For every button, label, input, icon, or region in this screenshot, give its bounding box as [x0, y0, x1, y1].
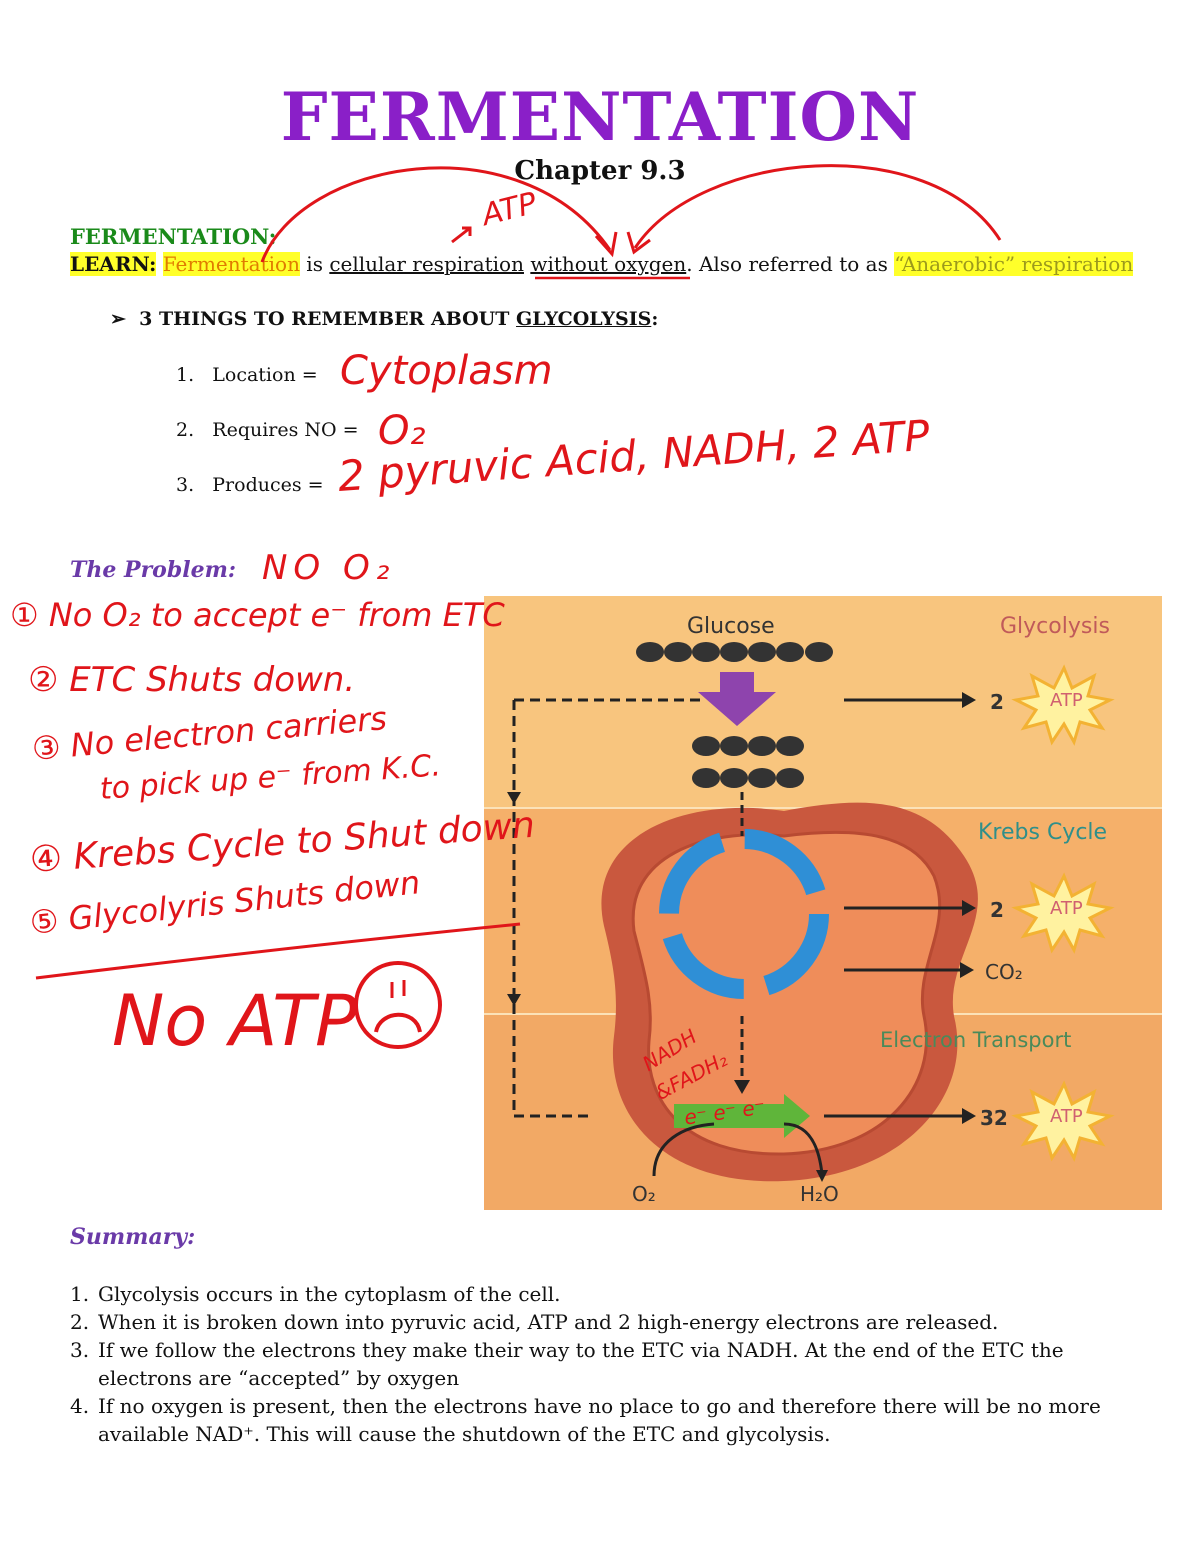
- learn-text-4: without oxygen: [530, 252, 687, 276]
- summary-list: 1.Glycolysis occurs in the cytoplasm of …: [70, 1280, 1130, 1448]
- summary-heading: Summary:: [70, 1224, 196, 1250]
- list-num: 1.: [176, 364, 195, 386]
- list-label: Produces =: [212, 474, 324, 496]
- list-num: 3.: [176, 474, 195, 496]
- atp-count-krebs: 2: [990, 898, 1004, 922]
- handwritten-problem: NO O₂: [262, 548, 396, 588]
- handwritten-arrows: [260, 164, 1002, 280]
- chapter-subtitle: Chapter 9.3: [514, 156, 686, 186]
- handwritten-point: ② ETC Shuts down.: [28, 660, 356, 700]
- list-num: 2.: [176, 419, 195, 441]
- o2-label: O₂: [632, 1182, 656, 1206]
- things-prefix: 3 THINGS TO REMEMBER ABOUT: [139, 308, 516, 330]
- handwritten-conclusion: No ATP: [112, 980, 358, 1062]
- electron-flow-arrow: [674, 1094, 810, 1138]
- diagram-glycolysis-label: Glycolysis: [1000, 614, 1110, 639]
- handwritten-answer: O₂: [378, 408, 426, 454]
- handwritten-point: ① No O₂ to accept e⁻ from ETC: [10, 596, 505, 634]
- diagram-glucose-label: Glucose: [687, 614, 775, 639]
- list-label: Location =: [212, 364, 318, 386]
- atp-label: ATP: [1050, 690, 1083, 711]
- atp-count-et: 32: [980, 1106, 1008, 1130]
- learn-label: LEARN:: [70, 252, 157, 276]
- section-label: FERMENTATION:: [70, 224, 277, 249]
- things-keyword: GLYCOLYSIS: [516, 308, 652, 330]
- summary-item: 1.Glycolysis occurs in the cytoplasm of …: [70, 1282, 561, 1306]
- handwritten-underline: [35, 922, 521, 1049]
- problem-label: The Problem:: [70, 557, 236, 583]
- pyruvate-molecule-icon: [692, 736, 804, 788]
- bullet-arrow-icon: ➢: [110, 308, 126, 330]
- co2-label: CO₂: [985, 960, 1023, 984]
- h2o-label: H₂O: [800, 1182, 839, 1206]
- sad-face-icon: [354, 961, 442, 1049]
- list-item: 2. Requires NO =: [176, 419, 359, 441]
- fermentation-term: Fermentation: [162, 252, 300, 276]
- list-item: 1. Location =: [176, 364, 318, 386]
- atp-label: ATP: [1050, 898, 1083, 919]
- krebs-cycle-icon: [659, 829, 829, 999]
- summary-item: 3.If we follow the electrons they make t…: [70, 1338, 1064, 1390]
- list-label: Requires NO =: [212, 419, 359, 441]
- summary-item: 2.When it is broken down into pyruvic ac…: [70, 1310, 999, 1334]
- atp-burst-icon: [1011, 1080, 1115, 1162]
- things-heading: ➢ 3 THINGS TO REMEMBER ABOUT GLYCOLYSIS:: [110, 308, 658, 330]
- learn-text-1: is: [299, 252, 330, 276]
- down-arrow-icon: [698, 672, 776, 726]
- diagram-et-label: Electron Transport: [880, 1028, 1072, 1052]
- diagram-krebs-label: Krebs Cycle: [978, 820, 1108, 845]
- handwritten-point: ④ Krebs Cycle to Shut down: [28, 804, 537, 881]
- atp-burst-icon: [1011, 664, 1115, 746]
- learn-text-2: cellular respiration: [329, 252, 524, 276]
- anaerobic-term: “Anaerobic” respiration: [894, 252, 1134, 276]
- cellular-respiration-diagram: [484, 596, 1162, 1210]
- summary-item: 4.If no oxygen is present, then the elec…: [70, 1394, 1101, 1446]
- glucose-molecule-icon: [636, 642, 833, 662]
- list-item: 3. Produces =: [176, 474, 324, 496]
- learn-line: LEARN: Fermentation is cellular respirat…: [70, 252, 1134, 276]
- things-suffix: :: [651, 308, 659, 330]
- learn-text-5: . Also referred to as: [686, 252, 895, 276]
- atp-label: ATP: [1050, 1106, 1083, 1127]
- page-title: FERMENTATION: [280, 78, 920, 156]
- atp-count-glycolysis: 2: [990, 690, 1004, 714]
- atp-burst-icon: [1011, 872, 1115, 954]
- handwritten-answer: Cytoplasm: [340, 348, 553, 394]
